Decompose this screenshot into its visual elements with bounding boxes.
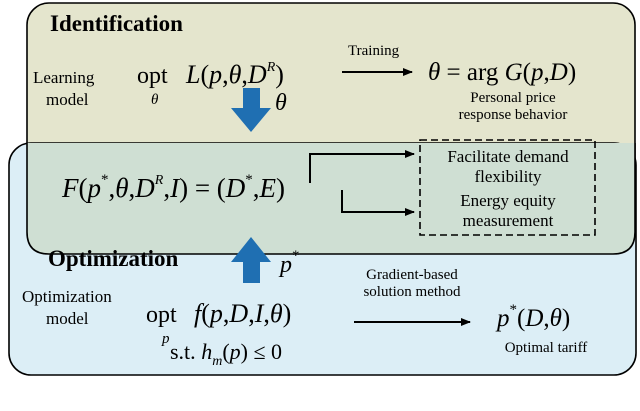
theta-down-arrow — [231, 88, 271, 132]
optimal-tariff-label: Optimal tariff — [505, 340, 588, 356]
optimization-title: Optimization — [48, 246, 179, 271]
connector-to-flexibility — [309, 150, 415, 183]
optimization-opt: opt — [146, 302, 177, 328]
coupling-equation: F(p*,θ,DR,I) = (D*,E) — [61, 172, 285, 203]
optimization-constraint: s.t. hm(p) ≤ 0 — [170, 339, 282, 369]
identification-title: Identification — [50, 11, 183, 36]
learning-result: θ = arg G(p,D) — [428, 59, 576, 86]
identification-border-overlap — [26, 143, 636, 255]
personal-price-label-1: Personal price — [470, 90, 556, 106]
optimization-result: p*(D,θ) — [495, 302, 570, 332]
gradient-label-1: Gradient-based — [366, 267, 458, 283]
learning-opt-subscript: θ — [151, 92, 159, 108]
overlap-region — [27, 143, 635, 254]
equity-label-2: measurement — [463, 211, 554, 230]
optimization-model-label-2: model — [46, 309, 89, 328]
optimization-model-label-1: Optimization — [22, 287, 112, 306]
flexibility-label-2: flexibility — [474, 167, 542, 186]
training-label: Training — [348, 43, 400, 59]
learning-objective: L(p,θ,DR) — [185, 60, 284, 89]
personal-price-label-2: response behavior — [459, 107, 568, 123]
p-star-up-arrow — [231, 237, 271, 283]
optimization-opt-subscript: p — [161, 331, 170, 347]
gradient-label-2: solution method — [363, 284, 461, 300]
learning-model-label-2: model — [46, 90, 89, 109]
theta-down-symbol: θ — [275, 90, 287, 116]
flexibility-label-1: Facilitate demand — [447, 147, 569, 166]
learning-opt: opt — [137, 63, 168, 89]
optimization-objective: f(p,D,I,θ) — [194, 299, 291, 328]
connector-to-equity — [341, 190, 415, 216]
equity-label-1: Energy equity — [460, 191, 556, 210]
outputs-box — [419, 139, 596, 236]
learning-model-label-1: Learning — [33, 68, 95, 87]
p-star-up-symbol: p* — [278, 248, 300, 278]
